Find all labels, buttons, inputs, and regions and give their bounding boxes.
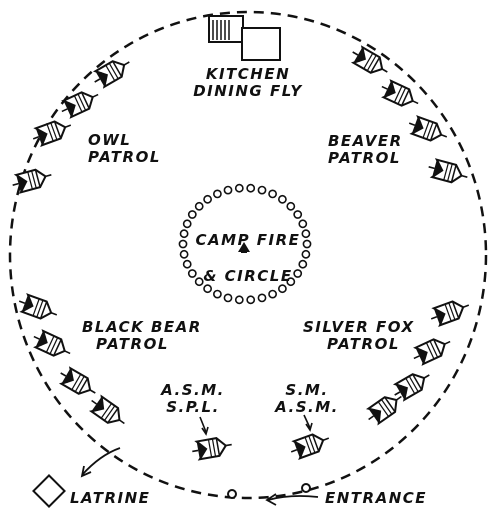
sm-asm-label: S.M. A.S.M. [272, 382, 342, 416]
campfire-stone [234, 295, 244, 305]
campfire-stone [298, 259, 308, 269]
asm-spl-label: A.S.M. S.P.L. [158, 382, 228, 416]
tent-icon [413, 338, 451, 366]
beaver-patrol-label-line-1: BEAVER [328, 132, 403, 150]
asm-spl-label-line-1: A.S.M. [161, 381, 225, 399]
campfire-stone [179, 229, 189, 239]
owl-patrol-label-line-1: OWL [88, 131, 132, 149]
owl-patrol-label-line-2: PATROL [88, 148, 161, 166]
campfire-stone [293, 210, 303, 219]
campfire-label-line-2: & CIRCLE [203, 267, 293, 285]
silver-fox-patrol-label-line-1: SILVER FOX [303, 318, 415, 336]
campfire-stone [286, 277, 296, 287]
campfire-stone [182, 219, 192, 229]
tent-icon [88, 394, 125, 425]
campfire-stone [268, 189, 277, 199]
tent-icon [392, 373, 430, 402]
campfire-label-line-1: CAMP FIRE [195, 231, 301, 249]
campfire-stone-ring [178, 183, 312, 305]
campfire-stone [203, 194, 212, 204]
campfire-stone [223, 293, 233, 303]
tent-icon [12, 168, 52, 194]
tent-icon [290, 433, 330, 460]
campfire-stone [223, 185, 233, 195]
campfire-stone [234, 183, 244, 193]
campfire-stone [194, 277, 204, 287]
kitchen-label: KITCHEN DINING FLY [188, 66, 308, 100]
campfire-icon [238, 242, 250, 253]
kitchen-label-line-2: DINING FLY [193, 82, 303, 100]
campfire-stone [212, 189, 222, 199]
arrow-head [305, 422, 313, 432]
tent-icon [350, 45, 388, 74]
beaver-patrol-label: BEAVER PATROL [328, 133, 403, 167]
entrance-post-icon [301, 483, 311, 493]
campfire-stone [298, 219, 308, 229]
silver-fox-patrol-label-line-2: PATROL [327, 335, 400, 353]
arrow-head [80, 465, 92, 478]
campfire-label: CAMP FIRE & CIRCLE [185, 222, 311, 294]
campfire-stone [286, 201, 296, 211]
tent-icon [365, 395, 402, 426]
entrance-label-text: ENTRANCE [325, 489, 427, 507]
arrow-head [201, 426, 209, 436]
campfire-stone [178, 239, 188, 249]
campfire-stone [246, 183, 256, 193]
campfire-stone [246, 295, 256, 305]
campfire-stone [268, 289, 277, 299]
campfire-stone [187, 210, 197, 219]
tent-icon [381, 79, 419, 107]
campfire-stone [257, 185, 267, 195]
arrow-icon [199, 416, 207, 433]
latrine-label: LATRINE [70, 490, 150, 507]
tent-icon [18, 293, 58, 320]
campfire-stone [187, 269, 197, 278]
campfire-stone [179, 249, 189, 259]
tent-icon [58, 366, 96, 395]
tent-icon [33, 329, 71, 357]
sm-asm-label-line-1: S.M. [285, 381, 329, 399]
black-bear-patrol-label-line-2: PATROL [96, 335, 169, 353]
arrow-head [265, 493, 277, 506]
sm-asm-label-line-2: A.S.M. [275, 398, 339, 416]
arrow-icon [267, 495, 319, 501]
tent-icon [408, 115, 448, 142]
owl-patrol-label: OWL PATROL [88, 132, 161, 166]
tent-icon [61, 91, 99, 119]
campfire-stone [212, 289, 222, 299]
tent-icon [192, 437, 232, 461]
campfire-stone [194, 201, 204, 211]
campfire-stone [203, 284, 212, 294]
latrine-label-text: LATRINE [70, 489, 151, 507]
tent-icon [430, 300, 470, 327]
camp-boundary [8, 10, 488, 500]
campfire-stone [182, 259, 192, 269]
black-bear-patrol-label-line-1: BLACK BEAR [82, 318, 202, 336]
tent-icon [92, 60, 130, 89]
entrance-post-icon [227, 489, 237, 499]
kitchen-label-line-1: KITCHEN [205, 65, 291, 83]
silver-fox-patrol-label: SILVER FOX PATROL [303, 319, 415, 353]
asm-spl-label-line-2: S.P.L. [166, 398, 220, 416]
fly-tent-icon [208, 15, 281, 61]
arrow-icon [303, 414, 311, 429]
campfire-stone [301, 229, 311, 239]
tent-icon [32, 120, 72, 147]
campfire-stone [293, 269, 303, 278]
black-bear-patrol-label: BLACK BEAR PATROL [82, 319, 202, 353]
beaver-patrol-label-line-2: PATROL [328, 149, 401, 167]
campfire-stone [301, 249, 311, 259]
tent-icon [428, 158, 468, 184]
entrance-label: ENTRANCE [325, 490, 427, 507]
arrow-icon [81, 447, 121, 476]
campfire-stone [257, 293, 267, 303]
latrine-icon [32, 474, 66, 508]
campfire-stone [302, 239, 312, 249]
campfire-stone [277, 194, 287, 204]
campfire-stone [277, 284, 287, 294]
